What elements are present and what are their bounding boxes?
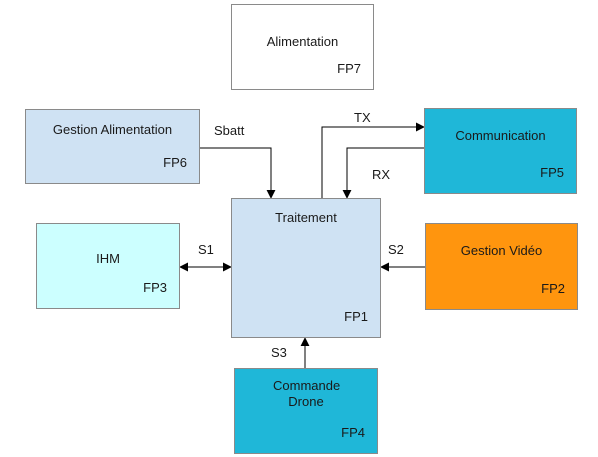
rx-connector xyxy=(342,147,424,199)
s3-label: S3 xyxy=(271,345,287,360)
sbatt-label: Sbatt xyxy=(214,123,245,138)
communication-code: FP5 xyxy=(540,165,564,180)
s1-label: S1 xyxy=(198,242,214,257)
s2-label: S2 xyxy=(388,242,404,257)
traitement-code: FP1 xyxy=(344,309,368,324)
commande-drone-code: FP4 xyxy=(341,425,365,440)
ihm-code: FP3 xyxy=(143,280,167,295)
ihm-name: IHM xyxy=(96,251,120,266)
tx-connector xyxy=(321,122,425,198)
commande-drone-name: Commande Drone xyxy=(273,378,341,409)
communication-name: Communication xyxy=(455,128,546,143)
alimentation-code: FP7 xyxy=(337,61,361,76)
rx-label: RX xyxy=(372,167,391,182)
gestion-video-block: Gestion Vidéo FP2 xyxy=(425,223,578,310)
ihm-block: IHM FP3 xyxy=(36,223,180,309)
tx-label: TX xyxy=(354,110,371,125)
gestion-alimentation-code: FP6 xyxy=(163,155,187,170)
alimentation-block: Alimentation FP7 xyxy=(231,4,374,90)
traitement-block: Traitement FP1 xyxy=(231,198,381,338)
communication-block: Communication FP5 xyxy=(424,108,577,194)
sbatt-connector xyxy=(200,147,276,199)
gestion-video-name: Gestion Vidéo xyxy=(460,243,543,258)
gestion-alimentation-block: Gestion Alimentation FP6 xyxy=(25,109,200,184)
traitement-name: Traitement xyxy=(275,210,337,225)
commande-drone-block: Commande Drone FP4 xyxy=(234,368,378,454)
gestion-alimentation-name: Gestion Alimentation xyxy=(52,122,173,137)
alimentation-name: Alimentation xyxy=(266,34,339,49)
gestion-video-code: FP2 xyxy=(541,281,565,296)
